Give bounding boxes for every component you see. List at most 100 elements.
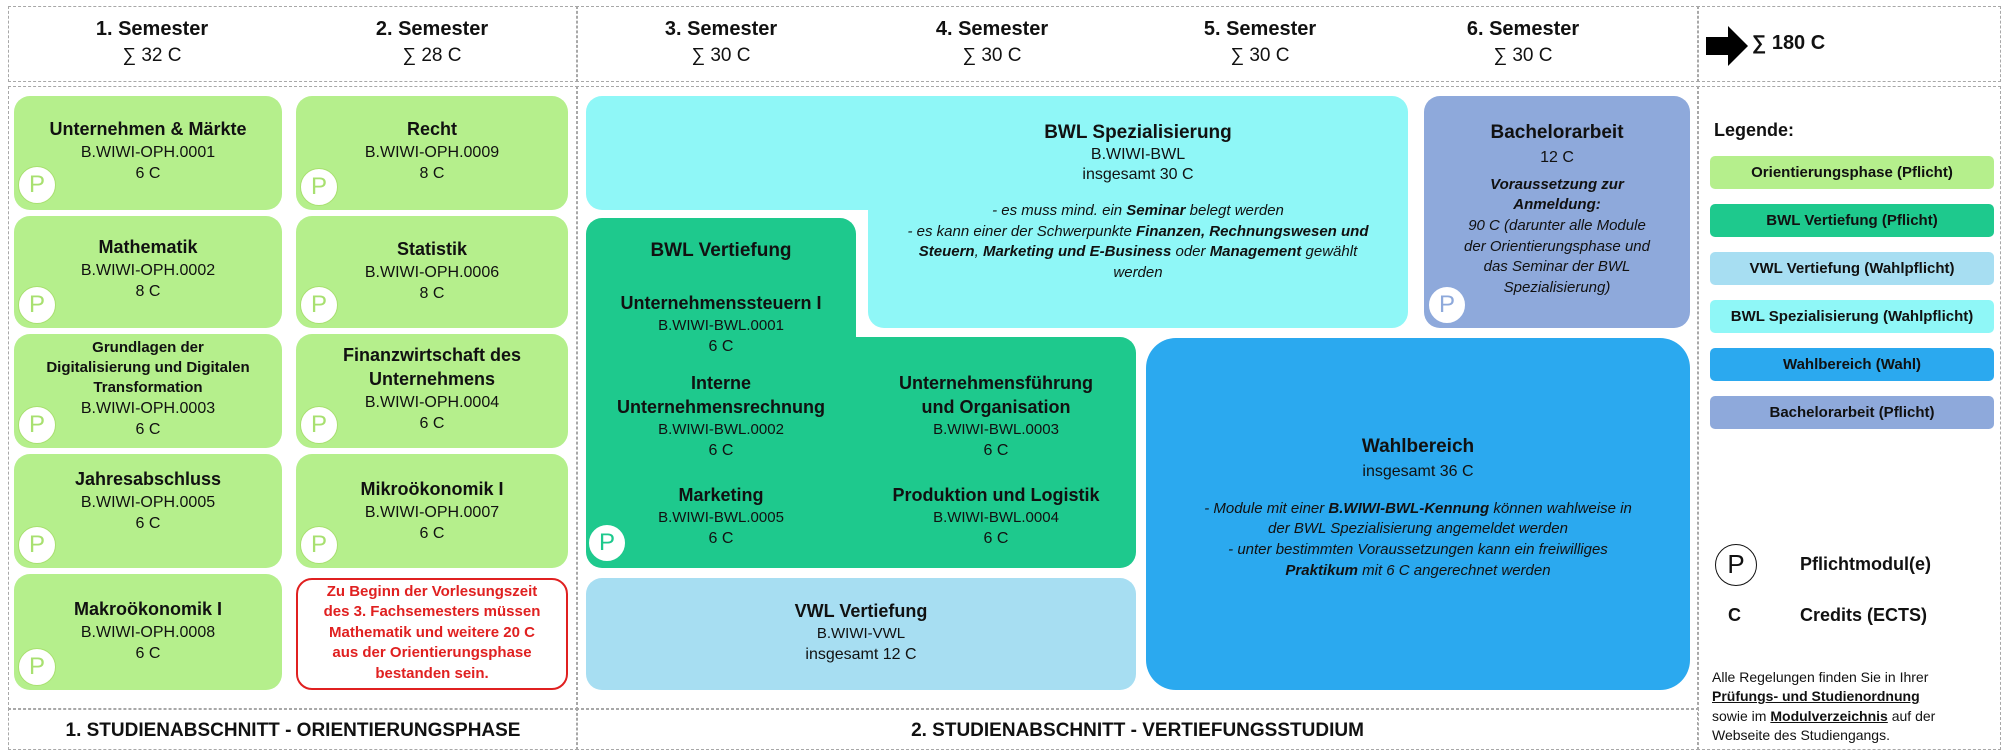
rules-line-4: Webseite des Studiengangs. xyxy=(1712,726,1890,743)
module-title-line: Digitalisierung und Digitalen xyxy=(46,358,250,376)
rules-pruefungsordnung-link[interactable]: Prüfungs- und Studienordnung xyxy=(1712,688,1920,705)
semester-4-header: 4. Semester ∑ 30 C xyxy=(882,18,1102,67)
module-title: Marketing xyxy=(678,485,764,505)
semester-label: 5. Semester xyxy=(1203,18,1317,40)
bachelorarbeit-box[interactable]: Bachelorarbeit 12 C Voraussetzung zur An… xyxy=(1424,96,1690,328)
rules-modulverzeichnis-link[interactable]: Modulverzeichnis xyxy=(1770,707,1888,724)
module-code: B.WIWI-OPH.0001 xyxy=(80,143,216,161)
legend-title: Legende: xyxy=(1714,120,1795,140)
module-mikrooekonomik[interactable]: Mikroökonomik I B.WIWI-OPH.0007 6 C P xyxy=(296,454,568,568)
pflicht-icon: P xyxy=(300,406,338,444)
wahl-total: insgesamt 36 C xyxy=(1362,463,1474,481)
total-credits: ∑ 180 C xyxy=(1752,32,1826,54)
header-region-phase1 xyxy=(8,6,578,82)
module-credits: 6 C xyxy=(983,441,1009,459)
module-code: B.WIWI-BWL.0004 xyxy=(933,508,1059,526)
vwl-title: VWL Vertiefung xyxy=(794,601,928,621)
pflicht-icon: P xyxy=(18,166,56,204)
wahl-note-2: der BWL Spezialisierung angemeldet werde… xyxy=(1268,520,1568,538)
bwl-vertiefung-bottom[interactable] xyxy=(586,337,1136,568)
footer-phase2: 2. STUDIENABSCHNITT - VERTIEFUNGSSTUDIUM xyxy=(911,720,1364,741)
module-credits: 6 C xyxy=(708,529,734,547)
bwl-spez-title: BWL Spezialisierung xyxy=(1044,122,1232,143)
note-orientierungsphase: Zu Beginn der Vorlesungszeit des 3. Fach… xyxy=(296,578,568,690)
module-title: Unternehmenssteuern I xyxy=(620,293,822,313)
module-credits: 6 C xyxy=(135,165,161,183)
module-credits: 6 C xyxy=(135,645,161,663)
module-code: B.WIWI-BWL.0002 xyxy=(658,420,784,438)
pflicht-icon: P xyxy=(588,524,626,562)
bwl-vert-module-interne[interactable]: Interne Unternehmensrechnung B.WIWI-BWL.… xyxy=(586,372,856,461)
semester-3-header: 3. Semester ∑ 30 C xyxy=(611,18,831,67)
module-finanzwirtschaft[interactable]: Finanzwirtschaft des Unternehmens B.WIWI… xyxy=(296,334,568,448)
pflicht-icon: P xyxy=(18,406,56,444)
semester-credits: ∑ 30 C xyxy=(691,45,751,66)
module-credits: 6 C xyxy=(708,441,734,459)
module-title-line: Finanzwirtschaft des xyxy=(342,345,522,365)
legend-wahlbereich: Wahlbereich (Wahl) xyxy=(1710,348,1994,381)
wahlbereich-box[interactable]: Wahlbereich insgesamt 36 C - Module mit … xyxy=(1146,338,1690,690)
wahl-note-4: Praktikum mit 6 C angerechnet werden xyxy=(1285,561,1551,579)
semester-5-header: 5. Semester ∑ 30 C xyxy=(1150,18,1370,67)
bwl-spez-code: B.WIWI-BWL xyxy=(1090,146,1186,163)
semester-credits: ∑ 28 C xyxy=(402,45,462,66)
bwl-vert-module-produktion[interactable]: Produktion und Logistik B.WIWI-BWL.0004 … xyxy=(856,484,1136,549)
module-unternehmen-maerkte[interactable]: Unternehmen & Märkte B.WIWI-OPH.0001 6 C… xyxy=(14,96,282,210)
bwl-vert-module-marketing[interactable]: Marketing B.WIWI-BWL.0005 6 C xyxy=(586,484,856,549)
legend-bwl-vertiefung: BWL Vertiefung (Pflicht) xyxy=(1710,204,1994,237)
module-title: Unternehmen & Märkte xyxy=(49,119,247,139)
module-title-line: Grundlagen der xyxy=(92,339,204,356)
bachelor-line-3: das Seminar der BWL xyxy=(1483,258,1631,276)
module-statistik[interactable]: Statistik B.WIWI-OPH.0006 8 C P xyxy=(296,216,568,328)
bwl-spez-note-3: Steuern, Marketing und E-Business oder M… xyxy=(918,243,1358,261)
pflicht-icon: P xyxy=(18,526,56,564)
pflicht-icon: P xyxy=(300,168,338,206)
note-line: aus der Orientierungsphase xyxy=(332,644,532,662)
module-credits: 6 C xyxy=(419,525,445,543)
module-code: B.WIWI-OPH.0002 xyxy=(80,261,216,279)
module-recht[interactable]: Recht B.WIWI-OPH.0009 8 C P xyxy=(296,96,568,210)
module-code: B.WIWI-OPH.0007 xyxy=(364,503,500,521)
semester-credits: ∑ 30 C xyxy=(962,45,1022,66)
pflicht-legend-icon: P xyxy=(1715,544,1757,586)
bachelor-credits: 12 C xyxy=(1540,149,1574,167)
semester-credits: ∑ 30 C xyxy=(1230,45,1290,66)
bwl-vertiefung-title: BWL Vertiefung xyxy=(650,240,792,261)
module-jahresabschluss[interactable]: Jahresabschluss B.WIWI-OPH.0005 6 C P xyxy=(14,454,282,568)
bachelor-req-1: Voraussetzung zur xyxy=(1490,175,1624,193)
bachelor-title: Bachelorarbeit xyxy=(1490,122,1624,143)
semester-1-header: 1. Semester ∑ 32 C xyxy=(42,18,262,67)
bwl-vert-module-fuehrung[interactable]: Unternehmensführung und Organisation B.W… xyxy=(856,372,1136,461)
module-credits: 6 C xyxy=(983,529,1009,547)
module-makrooekonomik[interactable]: Makroökonomik I B.WIWI-OPH.0008 6 C P xyxy=(14,574,282,690)
semester-credits: ∑ 32 C xyxy=(122,45,182,66)
module-digitalisierung[interactable]: Grundlagen der Digitalisierung und Digit… xyxy=(14,334,282,448)
semester-6-header: 6. Semester ∑ 30 C xyxy=(1413,18,1633,67)
body-region-phase1 xyxy=(8,86,578,710)
module-code: B.WIWI-OPH.0006 xyxy=(364,263,500,281)
wahl-note-1: - Module mit einer B.WIWI-BWL-Kennung kö… xyxy=(1204,499,1632,517)
pflicht-icon: P xyxy=(300,526,338,564)
semester-label: 6. Semester xyxy=(1466,18,1580,40)
module-title-line: Transformation xyxy=(93,378,203,396)
footer-phase1: 1. STUDIENABSCHNITT - ORIENTIERUNGSPHASE xyxy=(65,720,521,741)
bwl-spez-note-4: werden xyxy=(1113,264,1163,282)
wahl-title: Wahlbereich xyxy=(1361,436,1475,457)
pflicht-icon: P xyxy=(18,286,56,324)
body-region-phase2 xyxy=(576,86,1699,710)
module-credits: 8 C xyxy=(419,285,445,303)
semester-label: 1. Semester xyxy=(95,18,209,40)
module-code: B.WIWI-BWL.0005 xyxy=(658,508,784,526)
vwl-total: insgesamt 12 C xyxy=(805,645,917,663)
bwl-spezialisierung-bottom[interactable] xyxy=(868,180,1408,328)
module-credits: 8 C xyxy=(135,283,161,301)
module-title: Mikroökonomik I xyxy=(360,479,504,499)
vwl-vertiefung-box[interactable]: VWL Vertiefung B.WIWI-VWL insgesamt 12 C xyxy=(586,578,1136,690)
semester-label: 4. Semester xyxy=(935,18,1049,40)
legend-bachelorarbeit: Bachelorarbeit (Pflicht) xyxy=(1710,396,1994,429)
bwl-vert-module-steuern[interactable]: Unternehmenssteuern I B.WIWI-BWL.0001 6 … xyxy=(586,292,856,357)
legend-vwl-vertiefung: VWL Vertiefung (Wahlpflicht) xyxy=(1710,252,1994,285)
legend-c-label: Credits (ECTS) xyxy=(1800,605,1928,625)
rules-line-3: sowie im Modulverzeichnis auf der xyxy=(1712,707,1936,724)
module-mathematik[interactable]: Mathematik B.WIWI-OPH.0002 8 C P xyxy=(14,216,282,328)
